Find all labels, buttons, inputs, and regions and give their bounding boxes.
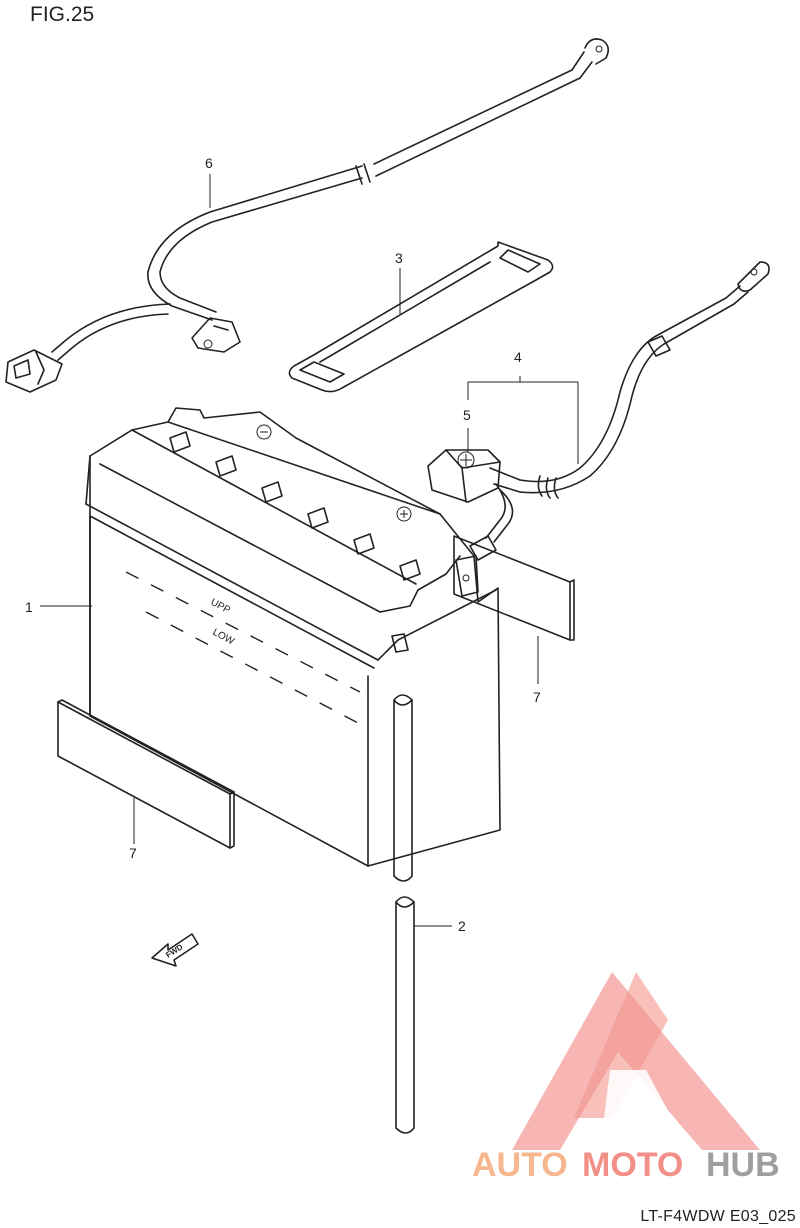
part-3-battery-strap [288,241,554,393]
part-6-negative-cable [5,38,610,393]
part-4-positive-cable [519,261,770,499]
callout-4: 4 [514,349,522,365]
watermark-logo: AUTO MOTO HUB [472,972,780,1184]
callout-7-left: 7 [129,845,137,861]
leader-lines [40,174,579,927]
callout-7-right: 7 [533,689,541,705]
callout-6: 6 [205,155,213,171]
callout-2: 2 [458,918,466,934]
part-1-battery: UPP LOW [85,407,501,867]
part-7-pad-right [453,535,575,641]
figure-title: FIG.25 [30,3,95,26]
callout-1: 1 [25,599,33,615]
watermark-auto: AUTO [472,1146,568,1184]
callout-5: 5 [463,407,471,423]
svg-text:LOW: LOW [211,627,237,648]
part-2-breather-tube [393,694,415,1134]
part-7-pad-left [57,699,235,849]
battery-cell-caps [169,431,421,581]
callout-3: 3 [395,250,403,266]
svg-text:UPP: UPP [209,597,233,617]
figure-code: LT-F4WDW E03_025 [640,1208,796,1225]
watermark-hub: HUB [706,1146,780,1184]
watermark-moto: MOTO [582,1146,683,1184]
fwd-arrow-icon: FWD [151,933,199,967]
